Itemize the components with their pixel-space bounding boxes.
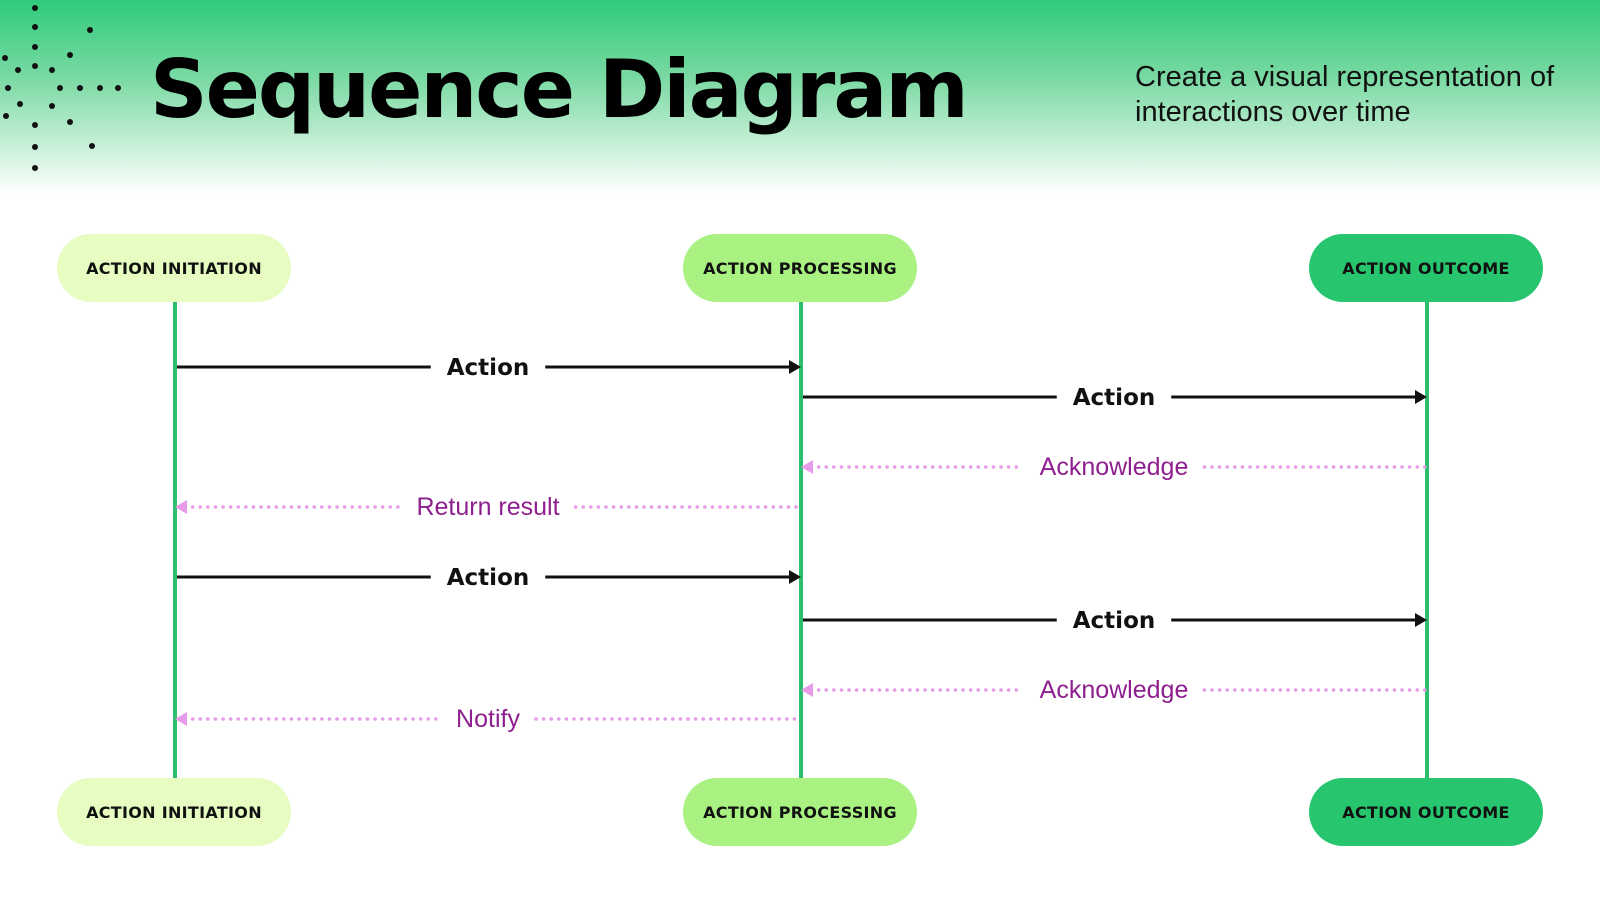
participant-outcome-top: ACTION OUTCOME xyxy=(1309,234,1543,302)
arrow-left-icon xyxy=(801,460,813,474)
participant-processing-top: ACTION PROCESSING xyxy=(683,234,917,302)
message-4: Action xyxy=(177,565,801,591)
header-band xyxy=(0,0,1600,195)
message-6: Acknowledge xyxy=(801,676,1427,704)
message-label: Action xyxy=(447,355,530,381)
arrow-left-icon xyxy=(801,683,813,697)
message-2: Acknowledge xyxy=(801,453,1427,481)
arrow-right-icon xyxy=(1415,613,1427,627)
message-label: Action xyxy=(447,565,530,591)
message-0: Action xyxy=(177,355,801,381)
message-3: Return result xyxy=(175,493,801,521)
participant-initiation-bottom: ACTION INITIATION xyxy=(57,778,291,846)
message-7: Notify xyxy=(175,705,801,733)
page-title: Sequence Diagram xyxy=(150,43,969,136)
message-label: Action xyxy=(1073,385,1156,411)
arrow-left-icon xyxy=(175,500,187,514)
arrow-right-icon xyxy=(789,570,801,584)
participant-initiation-top: ACTION INITIATION xyxy=(57,234,291,302)
arrow-right-icon xyxy=(1415,390,1427,404)
arrow-right-icon xyxy=(789,360,801,374)
message-5: Action xyxy=(803,608,1427,634)
message-label: Return result xyxy=(416,493,559,521)
page-subtitle: Create a visual representation of intera… xyxy=(1135,61,1555,128)
arrow-left-icon xyxy=(175,712,187,726)
message-1: Action xyxy=(803,385,1427,411)
message-label: Acknowledge xyxy=(1040,676,1189,704)
message-label: Action xyxy=(1073,608,1156,634)
message-label: Notify xyxy=(456,705,520,733)
participant-outcome-bottom: ACTION OUTCOME xyxy=(1309,778,1543,846)
participant-processing-bottom: ACTION PROCESSING xyxy=(683,778,917,846)
message-label: Acknowledge xyxy=(1040,453,1189,481)
burst-icon xyxy=(2,5,121,171)
